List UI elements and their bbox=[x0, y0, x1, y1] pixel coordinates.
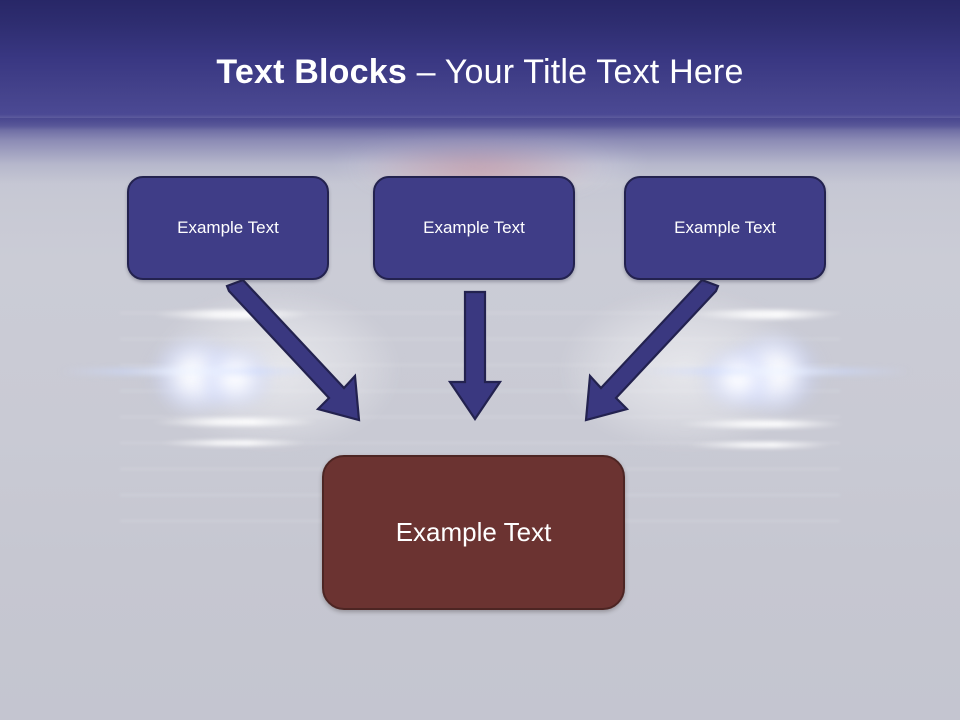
title-band bbox=[0, 0, 960, 130]
text-block-result[interactable]: Example Text bbox=[322, 455, 625, 610]
text-block-3-label: Example Text bbox=[674, 218, 776, 237]
arrow-down-icon bbox=[447, 290, 503, 421]
text-block-3[interactable]: Example Text bbox=[624, 176, 826, 280]
text-block-1[interactable]: Example Text bbox=[127, 176, 329, 280]
page-title-bold: Text Blocks bbox=[216, 53, 407, 91]
car-left-highlight-low bbox=[158, 440, 308, 446]
text-block-1-label: Example Text bbox=[177, 218, 279, 237]
car-right-body bbox=[550, 270, 850, 470]
car-right-highlight-mid bbox=[676, 420, 846, 428]
text-block-2-label: Example Text bbox=[423, 218, 525, 237]
car-left-highlight-mid bbox=[150, 418, 320, 426]
page-title: Text Blocks – Your Title Text Here bbox=[0, 52, 960, 92]
text-block-result-label: Example Text bbox=[395, 517, 552, 547]
page-title-regular: – Your Title Text Here bbox=[406, 53, 744, 91]
car-right-highlight-low bbox=[684, 442, 834, 448]
text-block-2[interactable]: Example Text bbox=[373, 176, 575, 280]
car-right-highlight-top bbox=[690, 310, 840, 319]
car-left-highlight-top bbox=[152, 310, 312, 319]
